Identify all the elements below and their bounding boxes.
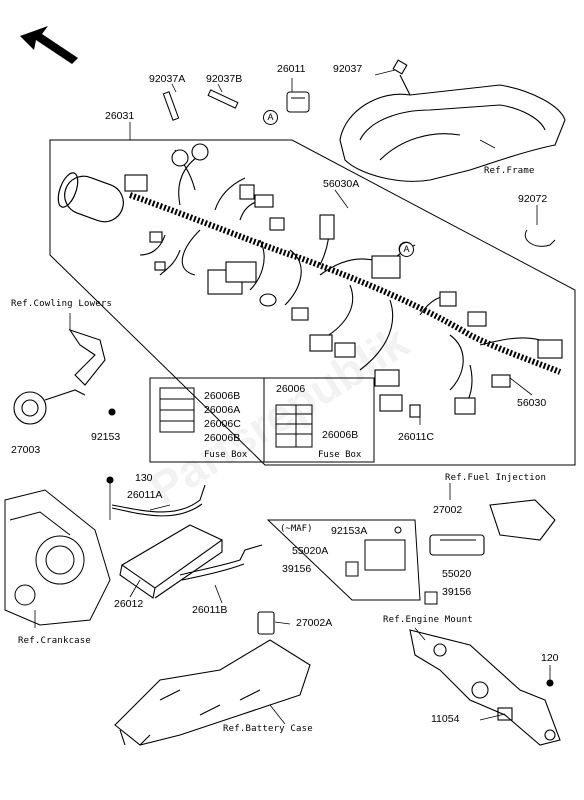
ref-engine-mount: Ref.Engine Mount	[383, 615, 473, 625]
fuse-box-label-right: Fuse Box	[318, 450, 362, 460]
frame-drawing	[339, 59, 566, 182]
part-label-39156-right: 39156	[442, 586, 472, 598]
engine-mount-drawing	[409, 629, 561, 746]
part-label-26012: 26012	[114, 598, 144, 610]
part-label-92072: 92072	[518, 193, 548, 205]
part-label-26006c: 26006C	[204, 418, 241, 430]
part-label-26006b-top: 26006B	[204, 390, 241, 402]
part-label-26011: 26011	[277, 63, 306, 75]
part-label-120: 120	[541, 652, 559, 664]
maf-panel	[266, 519, 438, 605]
ref-frame: Ref.Frame	[484, 166, 535, 176]
part-label-27003: 27003	[11, 444, 41, 456]
part-label-130: 130	[135, 472, 153, 484]
harness-panel-outline	[49, 139, 576, 466]
part-label-26011b: 26011B	[192, 604, 228, 616]
ecu-27002	[429, 499, 556, 556]
part-label-26006b-bottom: 26006B	[204, 432, 241, 444]
part-label-27002a: 27002A	[296, 617, 333, 629]
horn-drawing	[13, 328, 116, 425]
part-label-92153a: 92153A	[331, 525, 368, 537]
part-label-55020: 55020	[442, 568, 472, 580]
part-label-26031: 26031	[105, 110, 135, 122]
ref-cowling-lowers: Ref.Cowling Lowers	[11, 299, 113, 309]
part-label-56030a: 56030A	[323, 178, 360, 190]
part-label-26011a: 26011A	[127, 489, 163, 501]
part-label-39156-left: 39156	[282, 563, 312, 575]
fuse-box-label-left: Fuse Box	[204, 450, 248, 460]
harness-loom	[128, 192, 562, 375]
part-label-92153: 92153	[91, 431, 121, 443]
part-label-26011c: 26011C	[398, 431, 435, 443]
ref-fuel-injection: Ref.Fuel Injection	[445, 473, 547, 483]
part-label-26006b-right: 26006B	[322, 429, 359, 441]
callout-a-sensor: A	[263, 110, 278, 125]
fuse-box-panel	[149, 377, 375, 463]
part-label-92037: 92037	[333, 63, 363, 75]
direction-arrow-icon	[20, 26, 78, 64]
part-label-11054: 11054	[431, 713, 460, 725]
part-label-55020a: 55020A	[292, 545, 329, 557]
maf-label: (~MAF)	[280, 524, 313, 534]
callout-a-harness: A	[399, 242, 414, 257]
part-label-92037a: 92037A	[149, 73, 186, 85]
harness-main-connector	[57, 172, 124, 223]
battery-and-cables	[106, 476, 263, 599]
part-label-26006: 26006	[276, 383, 306, 395]
ref-crankcase: Ref.Crankcase	[18, 636, 92, 646]
part-label-27002: 27002	[433, 504, 463, 516]
part-label-92037b: 92037B	[206, 73, 243, 85]
cable-ties	[162, 89, 556, 247]
battery-case-drawing	[114, 611, 311, 746]
crankcase-drawing	[4, 489, 111, 626]
part-label-26006a: 26006A	[204, 404, 241, 416]
sensor-26011	[286, 91, 310, 113]
part-label-56030: 56030	[517, 397, 547, 409]
ref-battery-case: Ref.Battery Case	[223, 724, 313, 734]
